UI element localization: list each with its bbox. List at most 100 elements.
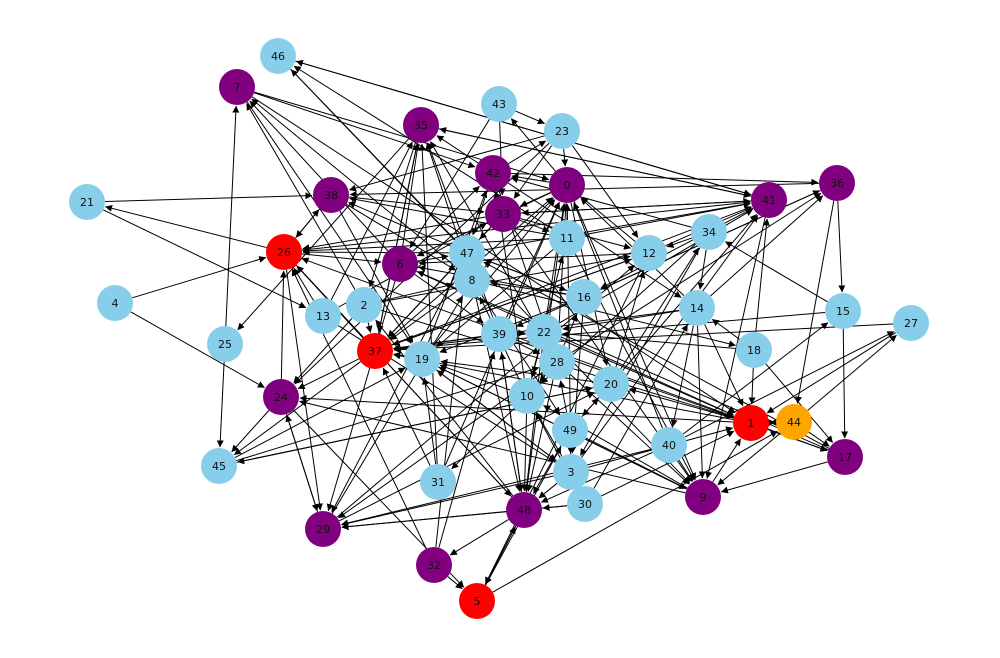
node-circle-22[interactable] (526, 314, 562, 350)
node-45[interactable]: 45 (201, 448, 237, 484)
node-0[interactable]: 0 (549, 167, 585, 203)
node-circle-12[interactable] (631, 235, 667, 271)
node-3[interactable]: 3 (553, 454, 589, 490)
node-circle-27[interactable] (893, 305, 929, 341)
node-circle-40[interactable] (651, 427, 687, 463)
node-19[interactable]: 19 (404, 341, 440, 377)
node-25[interactable]: 25 (207, 326, 243, 362)
node-circle-44[interactable] (776, 404, 812, 440)
node-circle-28[interactable] (539, 344, 575, 380)
node-circle-19[interactable] (404, 341, 440, 377)
node-26[interactable]: 26 (266, 234, 302, 270)
node-circle-47[interactable] (449, 235, 485, 271)
node-circle-20[interactable] (593, 366, 629, 402)
node-20[interactable]: 20 (593, 366, 629, 402)
node-48[interactable]: 48 (506, 492, 542, 528)
node-1[interactable]: 1 (733, 405, 769, 441)
node-circle-25[interactable] (207, 326, 243, 362)
node-circle-31[interactable] (420, 464, 456, 500)
node-circle-30[interactable] (567, 486, 603, 522)
node-circle-18[interactable] (736, 332, 772, 368)
node-43[interactable]: 43 (481, 86, 517, 122)
node-circle-5[interactable] (459, 583, 495, 619)
node-circle-8[interactable] (454, 262, 490, 298)
node-circle-21[interactable] (69, 184, 105, 220)
node-17[interactable]: 17 (827, 439, 863, 475)
node-49[interactable]: 49 (552, 412, 588, 448)
node-16[interactable]: 16 (566, 279, 602, 315)
node-24[interactable]: 24 (263, 379, 299, 415)
node-circle-23[interactable] (544, 113, 580, 149)
node-circle-49[interactable] (552, 412, 588, 448)
node-31[interactable]: 31 (420, 464, 456, 500)
node-2[interactable]: 2 (346, 287, 382, 323)
node-11[interactable]: 11 (549, 220, 585, 256)
node-27[interactable]: 27 (893, 305, 929, 341)
node-circle-17[interactable] (827, 439, 863, 475)
node-circle-41[interactable] (751, 182, 787, 218)
node-circle-1[interactable] (733, 405, 769, 441)
node-circle-6[interactable] (382, 246, 418, 282)
node-5[interactable]: 5 (459, 583, 495, 619)
node-8[interactable]: 8 (454, 262, 490, 298)
node-7[interactable]: 7 (219, 69, 255, 105)
node-circle-39[interactable] (481, 316, 517, 352)
node-circle-34[interactable] (691, 214, 727, 250)
node-circle-15[interactable] (825, 293, 861, 329)
node-circle-11[interactable] (549, 220, 585, 256)
node-circle-38[interactable] (313, 177, 349, 213)
node-circle-37[interactable] (357, 333, 393, 369)
node-circle-43[interactable] (481, 86, 517, 122)
node-circle-33[interactable] (485, 196, 521, 232)
node-circle-10[interactable] (509, 378, 545, 414)
node-18[interactable]: 18 (736, 332, 772, 368)
node-circle-45[interactable] (201, 448, 237, 484)
node-4[interactable]: 4 (97, 285, 133, 321)
node-10[interactable]: 10 (509, 378, 545, 414)
node-36[interactable]: 36 (819, 165, 855, 201)
node-35[interactable]: 35 (403, 107, 439, 143)
node-30[interactable]: 30 (567, 486, 603, 522)
node-circle-36[interactable] (819, 165, 855, 201)
node-37[interactable]: 37 (357, 333, 393, 369)
node-circle-0[interactable] (549, 167, 585, 203)
node-circle-42[interactable] (475, 155, 511, 191)
node-47[interactable]: 47 (449, 235, 485, 271)
node-circle-35[interactable] (403, 107, 439, 143)
node-circle-4[interactable] (97, 285, 133, 321)
node-13[interactable]: 13 (305, 298, 341, 334)
node-circle-3[interactable] (553, 454, 589, 490)
node-circle-9[interactable] (685, 479, 721, 515)
node-circle-14[interactable] (679, 290, 715, 326)
node-28[interactable]: 28 (539, 344, 575, 380)
node-14[interactable]: 14 (679, 290, 715, 326)
node-circle-32[interactable] (416, 547, 452, 583)
node-44[interactable]: 44 (776, 404, 812, 440)
node-9[interactable]: 9 (685, 479, 721, 515)
node-29[interactable]: 29 (305, 511, 341, 547)
node-circle-46[interactable] (260, 38, 296, 74)
node-12[interactable]: 12 (631, 235, 667, 271)
node-46[interactable]: 46 (260, 38, 296, 74)
node-32[interactable]: 32 (416, 547, 452, 583)
node-circle-7[interactable] (219, 69, 255, 105)
node-6[interactable]: 6 (382, 246, 418, 282)
node-15[interactable]: 15 (825, 293, 861, 329)
node-circle-16[interactable] (566, 279, 602, 315)
node-circle-2[interactable] (346, 287, 382, 323)
node-39[interactable]: 39 (481, 316, 517, 352)
node-circle-24[interactable] (263, 379, 299, 415)
node-33[interactable]: 33 (485, 196, 521, 232)
node-21[interactable]: 21 (69, 184, 105, 220)
node-38[interactable]: 38 (313, 177, 349, 213)
node-40[interactable]: 40 (651, 427, 687, 463)
node-22[interactable]: 22 (526, 314, 562, 350)
node-circle-26[interactable] (266, 234, 302, 270)
node-circle-13[interactable] (305, 298, 341, 334)
node-circle-29[interactable] (305, 511, 341, 547)
node-34[interactable]: 34 (691, 214, 727, 250)
node-42[interactable]: 42 (475, 155, 511, 191)
node-23[interactable]: 23 (544, 113, 580, 149)
node-41[interactable]: 41 (751, 182, 787, 218)
node-circle-48[interactable] (506, 492, 542, 528)
